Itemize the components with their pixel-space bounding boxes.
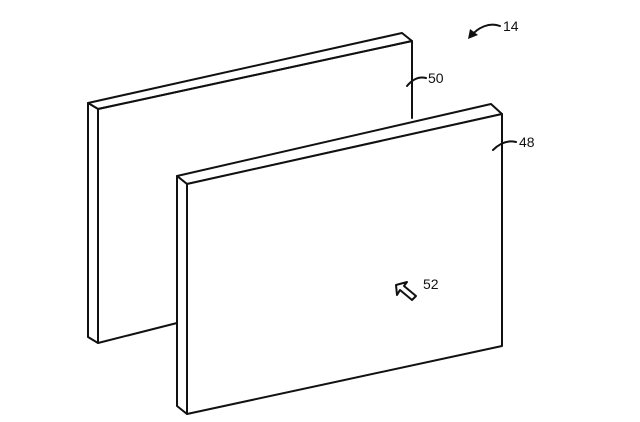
rear-panel-ref: 50	[406, 70, 444, 87]
front-panel-side-edge	[176, 175, 188, 415]
rear-panel-bottom	[97, 322, 178, 344]
assembly-ref: 14	[468, 18, 519, 39]
front-surface-label: 52	[423, 276, 439, 292]
front-surface-ref: 52	[395, 276, 439, 301]
rear-panel-leader	[406, 76, 427, 87]
rear-panel-face	[97, 40, 413, 119]
rear-panel-label: 50	[428, 70, 444, 86]
rear-panel-top-edge	[87, 32, 413, 110]
assembly-arrowhead-icon	[468, 29, 478, 39]
rear-panel	[87, 32, 413, 344]
front-panel-face	[186, 113, 503, 415]
front-panel-ref: 48	[492, 134, 535, 151]
rear-panel-side-edge	[87, 102, 99, 344]
assembly-label: 14	[503, 18, 519, 34]
front-panel-leader	[492, 140, 517, 151]
front-panel-label: 48	[519, 134, 535, 150]
surface-arrow-icon	[395, 281, 417, 301]
front-panel	[176, 103, 503, 415]
